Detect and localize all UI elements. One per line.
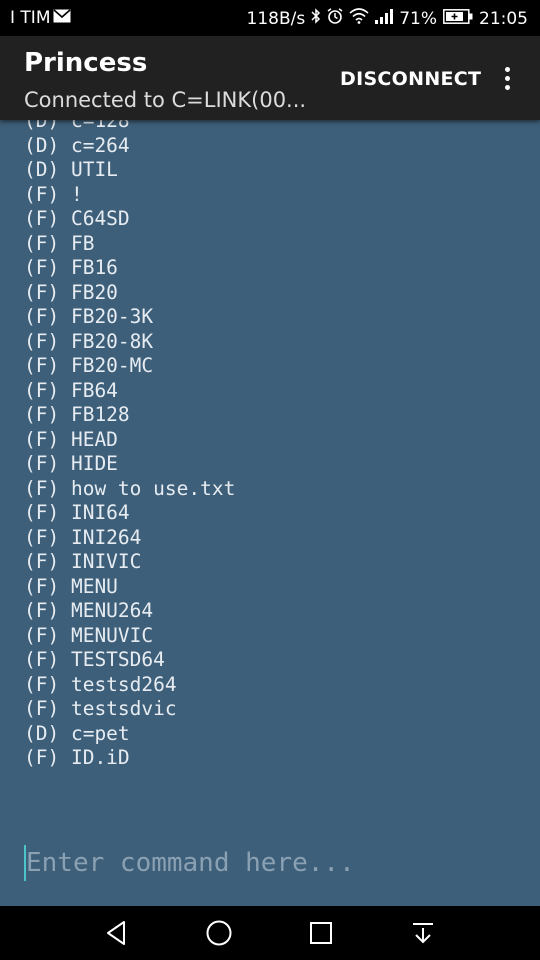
terminal-line: (F) FB128 (24, 403, 130, 426)
home-icon[interactable] (204, 918, 234, 948)
more-vert-icon[interactable] (498, 64, 516, 94)
terminal-line: (F) FB (24, 231, 95, 255)
bluetooth-icon (311, 8, 321, 29)
terminal-line: (D) c=pet (24, 721, 130, 745)
status-bar-left: I TIM (10, 8, 72, 28)
terminal-lines: (D) c=128(D) c=264(D) UTIL(F) !(F) C64SD… (24, 120, 235, 771)
terminal-line: (F) TESTSD64 (24, 648, 165, 671)
terminal-line: (F) ID.iD (24, 746, 130, 769)
command-input-wrapper (24, 843, 524, 883)
terminal-line: (F) INIVIC (24, 550, 142, 573)
terminal-line: (F) FB64 (24, 378, 118, 402)
terminal-line: (F) FB16 (24, 256, 118, 279)
terminal-line: (F) FB20-3K (24, 305, 154, 328)
command-input[interactable] (24, 843, 516, 883)
terminal-output[interactable]: (D) c=128(D) c=264(D) UTIL(F) !(F) C64SD… (0, 120, 540, 820)
alarm-icon (327, 8, 343, 29)
navigation-bar (0, 906, 540, 960)
terminal-line: (F) INI264 (24, 525, 142, 549)
terminal-line: (F) HEAD (24, 427, 118, 451)
terminal-line: (F) how to use.txt (24, 476, 236, 500)
terminal-line: (F) testsdvic (24, 697, 177, 720)
status-bar: I TIM 118B/s 71% 21:05 (0, 0, 540, 36)
back-icon[interactable] (102, 918, 132, 948)
terminal-line: (F) C64SD (24, 207, 130, 230)
message-icon (53, 8, 72, 28)
disconnect-button[interactable]: DISCONNECT (340, 68, 482, 90)
terminal-line: (D) c=264 (24, 133, 130, 157)
net-speed: 118B/s (246, 8, 306, 29)
clock: 21:05 (479, 8, 528, 29)
terminal-line: (D) UTIL (24, 158, 118, 181)
battery-percent: 71% (399, 8, 437, 29)
signal-icon (375, 8, 394, 29)
terminal-line: (F) MENU264 (24, 599, 154, 622)
terminal-line: (F) HIDE (24, 452, 118, 475)
terminal-line: (F) INI64 (24, 501, 130, 524)
battery-icon (443, 8, 473, 29)
connection-subtitle: Connected to C=LINK(00... (24, 88, 307, 112)
terminal-line: (F) FB20-8K (24, 329, 154, 353)
notification-shade-icon[interactable] (408, 918, 438, 948)
terminal-line: (F) MENU (24, 574, 118, 598)
terminal-line: (F) FB20-MC (24, 354, 154, 377)
wifi-icon (349, 8, 369, 29)
carrier-label: I TIM (10, 8, 51, 28)
terminal-line: (F) ! (24, 182, 83, 206)
terminal-line: (F) testsd264 (24, 672, 177, 696)
status-bar-right: 118B/s 71% 21:05 (246, 8, 528, 29)
recents-icon[interactable] (306, 918, 336, 948)
app-bar: Princess Connected to C=LINK(00... DISCO… (0, 36, 540, 120)
terminal-line: (D) c=128 (24, 120, 130, 132)
app-title: Princess (24, 48, 148, 78)
terminal-line: (F) FB20 (24, 280, 118, 304)
terminal-line: (F) MENUVIC (24, 623, 154, 647)
